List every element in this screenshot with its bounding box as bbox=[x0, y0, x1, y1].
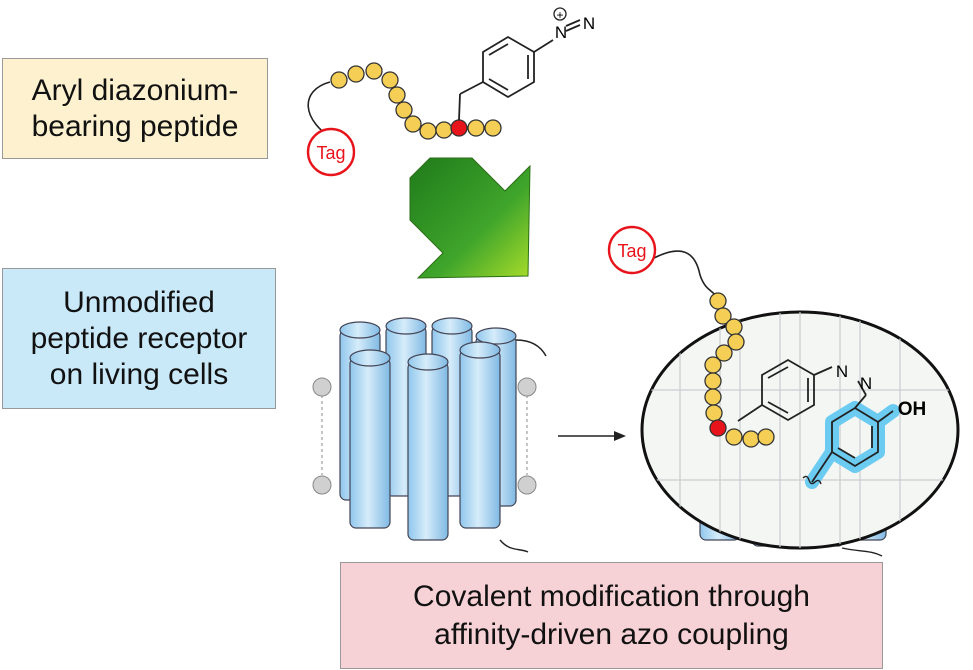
covalent-label-box: Covalent modification through affinity-d… bbox=[340, 562, 883, 669]
peptide-beads bbox=[330, 62, 502, 140]
bound-tag-circle bbox=[607, 225, 657, 275]
diazonium-n1: N bbox=[555, 23, 567, 42]
green-down-arrow bbox=[409, 157, 531, 279]
tag-circle bbox=[306, 127, 356, 177]
reactive-residue bbox=[450, 119, 468, 137]
receptor-label-line2: peptide receptor bbox=[30, 321, 248, 355]
bound-linker bbox=[653, 250, 717, 297]
aryl-ring bbox=[458, 19, 581, 121]
bound-beads bbox=[704, 292, 775, 448]
azo-product bbox=[737, 358, 894, 485]
diazonium-n2: N bbox=[583, 14, 595, 33]
charge-plus: + bbox=[556, 8, 563, 22]
charge-circle bbox=[553, 7, 567, 21]
bound-reactive-residue bbox=[709, 419, 727, 437]
bound-tag-label: Tag bbox=[617, 241, 646, 261]
receptor-label-line3: on living cells bbox=[49, 357, 229, 391]
azo-n2: N bbox=[860, 374, 872, 393]
azo-n1: N bbox=[836, 362, 848, 381]
receptor-label-line1: Unmodified bbox=[63, 285, 215, 319]
covalent-label-line1: Covalent modification through bbox=[413, 579, 810, 613]
receptor-label-box: Unmodified peptide receptor on living ce… bbox=[2, 268, 276, 409]
reaction-arrow bbox=[558, 431, 626, 441]
gpcr-receptor-left bbox=[312, 317, 547, 553]
membrane-lipids bbox=[312, 377, 537, 495]
covalent-label-line2: affinity-driven azo coupling bbox=[434, 617, 789, 651]
hydroxyl-label: OH bbox=[898, 399, 927, 420]
bound-peptide: Tag bbox=[607, 225, 775, 448]
tag-label: Tag bbox=[316, 143, 345, 163]
diazonium-peptide: + N N Tag bbox=[306, 7, 595, 177]
aryl-diazonium-label-box: Aryl diazonium- bearing peptide bbox=[2, 58, 268, 159]
aryl-label-line1: Aryl diazonium- bbox=[31, 73, 239, 107]
magnified-view: N N OH bbox=[640, 310, 960, 550]
aryl-label-line2: bearing peptide bbox=[31, 109, 239, 143]
